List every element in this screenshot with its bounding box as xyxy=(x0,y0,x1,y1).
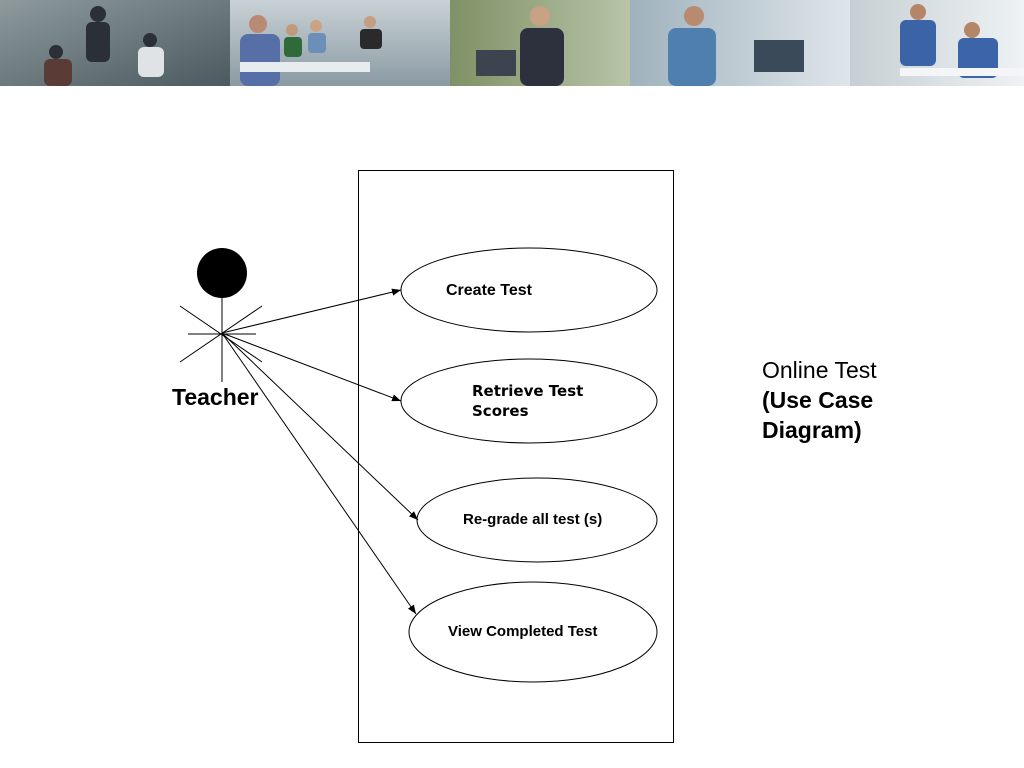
actor-figure xyxy=(179,248,263,382)
banner-photo-collage xyxy=(0,0,1024,86)
association-create-test xyxy=(221,288,402,334)
office-photo-banner xyxy=(0,0,1024,86)
title-line-1: Online Test xyxy=(762,357,877,383)
use-case-regrade-all-tests xyxy=(416,477,658,563)
actor-label: Teacher xyxy=(172,384,259,410)
diagram-title: Online Test (Use Case Diagram) xyxy=(762,355,877,445)
system-boundary xyxy=(358,170,674,743)
title-line-2: (Use Case xyxy=(762,387,874,413)
actor-head xyxy=(197,248,247,298)
use-case-label-view-completed-test: View Completed Test xyxy=(448,623,598,640)
association-regrade-all-tests xyxy=(221,332,419,521)
use-case-label-regrade-all-tests: Re-grade all test (s) xyxy=(463,511,603,528)
title-line-3: Diagram) xyxy=(762,417,862,443)
association-view-completed-test xyxy=(221,332,417,615)
use-case-view-completed-test xyxy=(408,581,658,683)
association-retrieve-test-scores xyxy=(221,332,402,402)
use-case-label-retrieve-test-scores: Retrieve Test Scores xyxy=(472,382,584,420)
use-case-label-create-test: Create Test xyxy=(446,282,532,299)
